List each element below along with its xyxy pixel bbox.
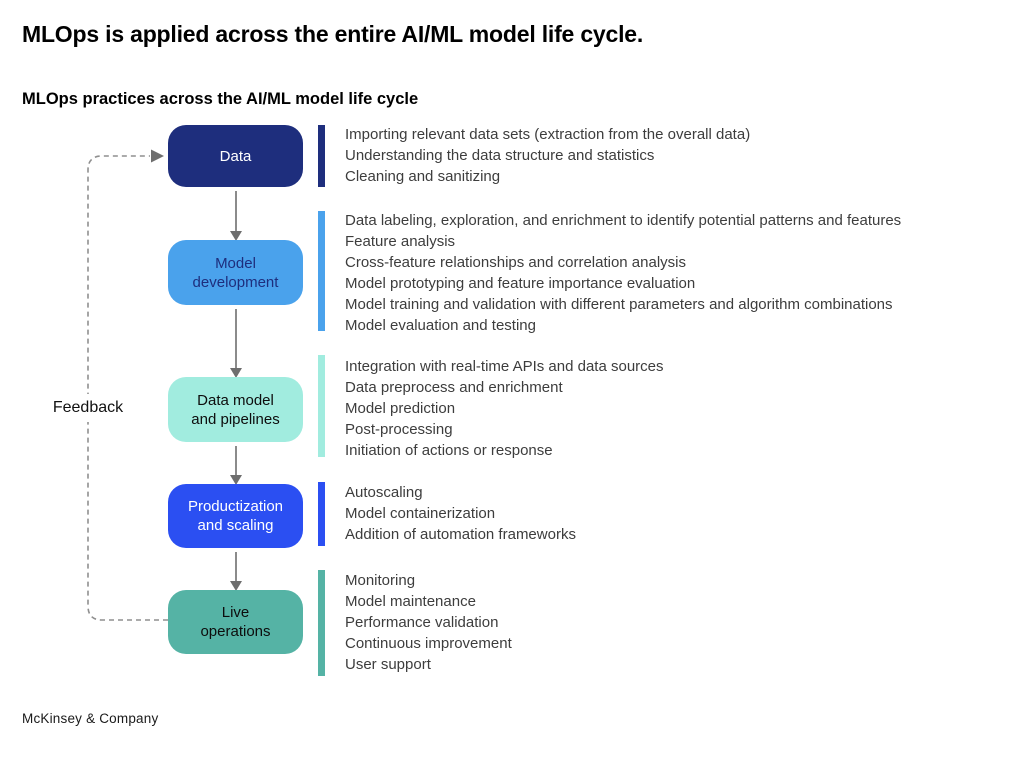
stage-item: Model containerization — [345, 505, 496, 522]
stage-item: Model prediction — [345, 400, 456, 417]
stage-box-label: and pipelines — [191, 410, 280, 428]
stage-box-label: and scaling — [197, 517, 274, 534]
stage-box-productization-and-scaling: Productization and scaling — [168, 484, 303, 548]
stage-item: Data preprocess and enrichment — [345, 379, 563, 396]
stage-box-label: Data model — [197, 391, 274, 409]
stage-box-label: development — [192, 273, 279, 291]
stage-box-label: Live — [221, 604, 250, 621]
stage-item: Performance validation — [345, 614, 499, 631]
stage-box-label: Model — [215, 254, 256, 272]
stage-item: Understanding the data structure and sta… — [345, 147, 655, 164]
stage-item: Monitoring — [345, 572, 416, 589]
stage-item: Model training and validation with diffe… — [345, 296, 893, 313]
stage-accent-bar — [318, 211, 325, 331]
stage-item: Feature analysis — [345, 233, 456, 250]
stage-item: Model prototyping and feature importance… — [345, 275, 696, 292]
stage-item: Cross-feature relationships and correlat… — [345, 254, 687, 271]
stage-item: Initiation of actions or response — [345, 442, 553, 459]
stage-item: Addition of automation frameworks — [345, 526, 576, 543]
stage-accent-bar — [318, 570, 325, 676]
stage-accent-bar — [318, 355, 325, 457]
stage-item: Continuous improvement — [345, 635, 512, 652]
stage-box-label: Productization — [187, 498, 284, 515]
feedback-loop-arrow — [87, 149, 168, 621]
stage-accent-bar — [318, 482, 325, 546]
stage-item-list: Importing relevant data sets (extraction… — [345, 124, 750, 187]
stage-item: User support — [345, 656, 431, 673]
page-title: MLOps is applied across the entire AI/ML… — [22, 21, 644, 48]
stage-item: Cleaning and sanitizing — [345, 168, 501, 185]
feedback-label: Feedback — [42, 394, 134, 422]
stage-item: Integration with real-time APIs and data… — [345, 358, 664, 375]
stage-item: Autoscaling — [345, 484, 423, 501]
brand-logo: McKinsey & Company — [22, 711, 159, 726]
stage-item: Model maintenance — [345, 593, 476, 610]
stage-item: Post-processing — [345, 421, 453, 438]
stage-item-list: Data labeling, exploration, and enrichme… — [345, 210, 901, 336]
stage-accent-bar — [318, 125, 325, 187]
stage-box-label: Data — [219, 147, 252, 165]
stage-box-live-operations: Live operations — [168, 590, 303, 654]
stage-item: Data labeling, exploration, and enrichme… — [345, 212, 902, 229]
stage-item-list: Integration with real-time APIs and data… — [345, 356, 664, 461]
stage-item: Model evaluation and testing — [345, 317, 536, 334]
stage-box-data: Data — [168, 125, 303, 187]
chart-subtitle: MLOps practices across the AI/ML model l… — [22, 89, 419, 108]
stage-item: Importing relevant data sets (extraction… — [345, 126, 751, 143]
stage-box-label: operations — [200, 623, 271, 640]
